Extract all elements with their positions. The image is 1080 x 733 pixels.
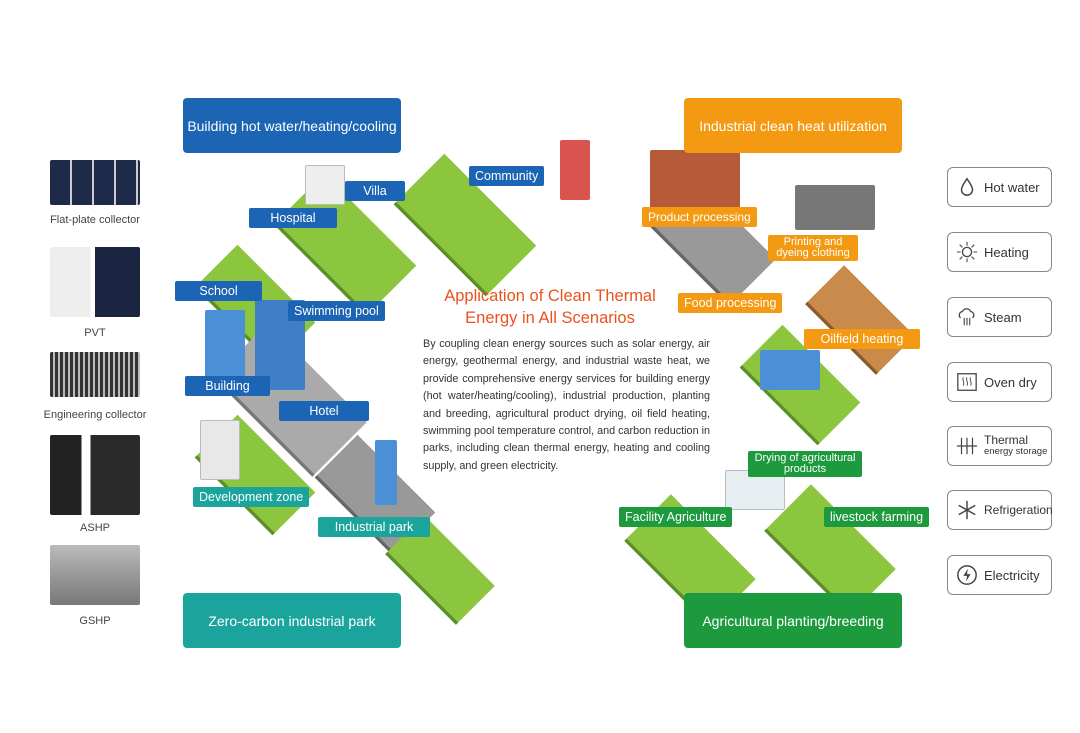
pvt-image — [50, 247, 140, 317]
flat-plate-collector-image — [50, 160, 140, 205]
thermal-storage-icon — [956, 437, 978, 455]
label-swimming-pool: Swimming pool — [288, 301, 385, 321]
lightning-icon — [957, 565, 977, 585]
steam-icon — [958, 308, 975, 326]
label-hospital: Hospital — [249, 208, 337, 228]
source-label: ASHP — [80, 522, 110, 534]
label-food-processing: Food processing — [678, 293, 783, 313]
output-electricity: Electricity — [947, 555, 1052, 595]
engineering-collector-image — [50, 352, 140, 397]
sector-header-park: Zero-carbon industrial park — [183, 593, 401, 648]
label-community: Community — [469, 166, 545, 186]
label-printing-dyeing: Printing and dyeing clothing — [768, 235, 858, 261]
community-illustration — [560, 140, 590, 200]
sector-header-building: Building hot water/heating/cooling — [183, 98, 401, 153]
output-heating: Heating — [947, 232, 1052, 272]
source-label: Engineering collector — [43, 409, 147, 421]
output-refrigeration: Refrigeration — [947, 490, 1053, 530]
description: By coupling clean energy sources such as… — [423, 338, 710, 472]
label-facility-agriculture: Facility Agriculture — [619, 507, 733, 527]
snowflake-icon — [958, 500, 976, 520]
source-label: PVT — [84, 327, 106, 339]
source-label: GSHP — [79, 615, 111, 627]
source-label: Flat-plate collector — [50, 214, 140, 226]
sector-header-agri: Agricultural planting/breeding — [684, 593, 902, 648]
factory-illustration — [795, 185, 875, 230]
label-product-processing: Product processing — [642, 207, 757, 227]
water-drop-icon — [960, 177, 974, 196]
label-development-zone: Development zone — [193, 487, 310, 507]
page-title: Application of Clean Thermal Energy in A… — [444, 287, 656, 327]
gshp-image — [50, 545, 140, 605]
hospital-illustration — [305, 165, 345, 205]
building-illustration — [760, 350, 820, 390]
output-steam: Steam — [947, 297, 1052, 337]
building-illustration — [375, 440, 397, 505]
label-livestock-farming: livestock farming — [824, 507, 930, 527]
label-hotel: Hotel — [279, 401, 369, 421]
oilfield-scene — [805, 265, 915, 375]
label-industrial-park: Industrial park — [318, 517, 430, 537]
label-building: Building — [185, 376, 270, 396]
building-illustration — [200, 420, 240, 480]
sun-icon — [956, 241, 978, 263]
label-drying-agricultural: Drying of agricultural products — [748, 451, 862, 477]
output-oven-dry: Oven dry — [947, 362, 1052, 402]
label-oilfield-heating: Oilfield heating — [804, 329, 920, 349]
oven-icon — [957, 373, 977, 391]
building-illustration — [205, 310, 245, 380]
ashp-image — [50, 435, 140, 515]
label-school: School — [175, 281, 262, 301]
sector-header-industrial: Industrial clean heat utilization — [684, 98, 902, 153]
output-hot-water: Hot water — [947, 167, 1052, 207]
label-villa: Villa — [345, 181, 405, 201]
